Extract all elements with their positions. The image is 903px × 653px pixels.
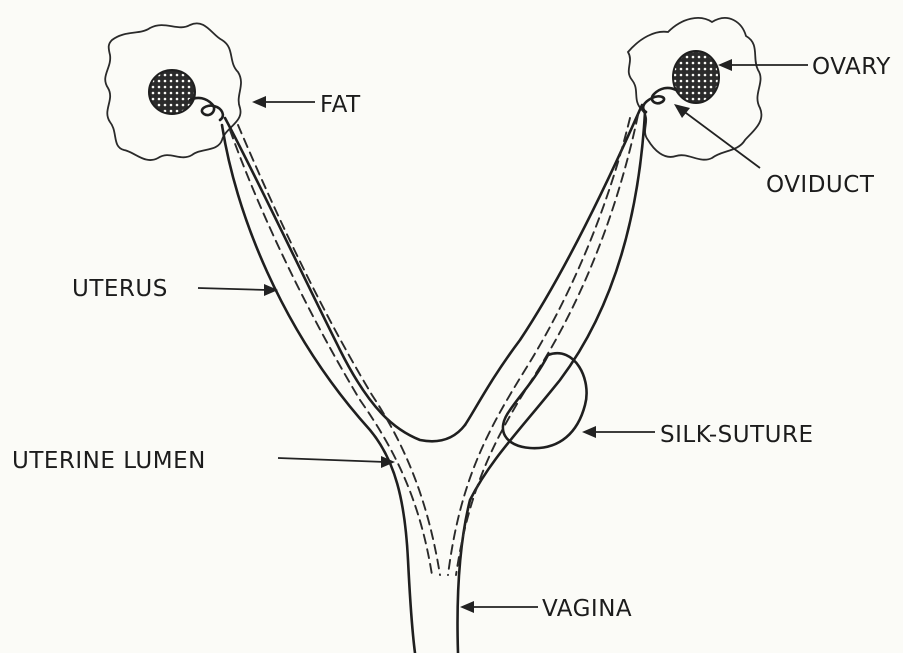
uterus-arrow: [198, 284, 278, 296]
label-fat: FAT: [320, 92, 361, 118]
label-silk-suture: SILK-SUTURE: [660, 422, 814, 448]
uterine-lumen-arrow: [278, 456, 395, 468]
ovary-arrow: [718, 59, 808, 71]
label-vagina: VAGINA: [542, 596, 632, 622]
right-oviduct: [643, 88, 676, 112]
right-ovary: [673, 51, 719, 103]
left-ovary: [149, 70, 195, 114]
fat-arrow: [252, 96, 315, 108]
left-oviduct: [190, 98, 223, 120]
silk-suture-arrow: [582, 426, 655, 438]
oviduct-arrow: [674, 104, 760, 168]
right-lumen-dashed-1: [448, 118, 630, 575]
label-uterine-lumen: UTERINE LUMEN: [12, 448, 206, 474]
left-horn-inner-wall: [225, 118, 465, 441]
label-ovary: OVARY: [812, 54, 891, 80]
label-oviduct: OVIDUCT: [766, 172, 875, 198]
vagina-arrow: [460, 601, 538, 613]
right-horn-inner-wall: [465, 105, 642, 425]
left-horn-outer-wall: [222, 125, 415, 653]
label-uterus: UTERUS: [72, 276, 168, 302]
